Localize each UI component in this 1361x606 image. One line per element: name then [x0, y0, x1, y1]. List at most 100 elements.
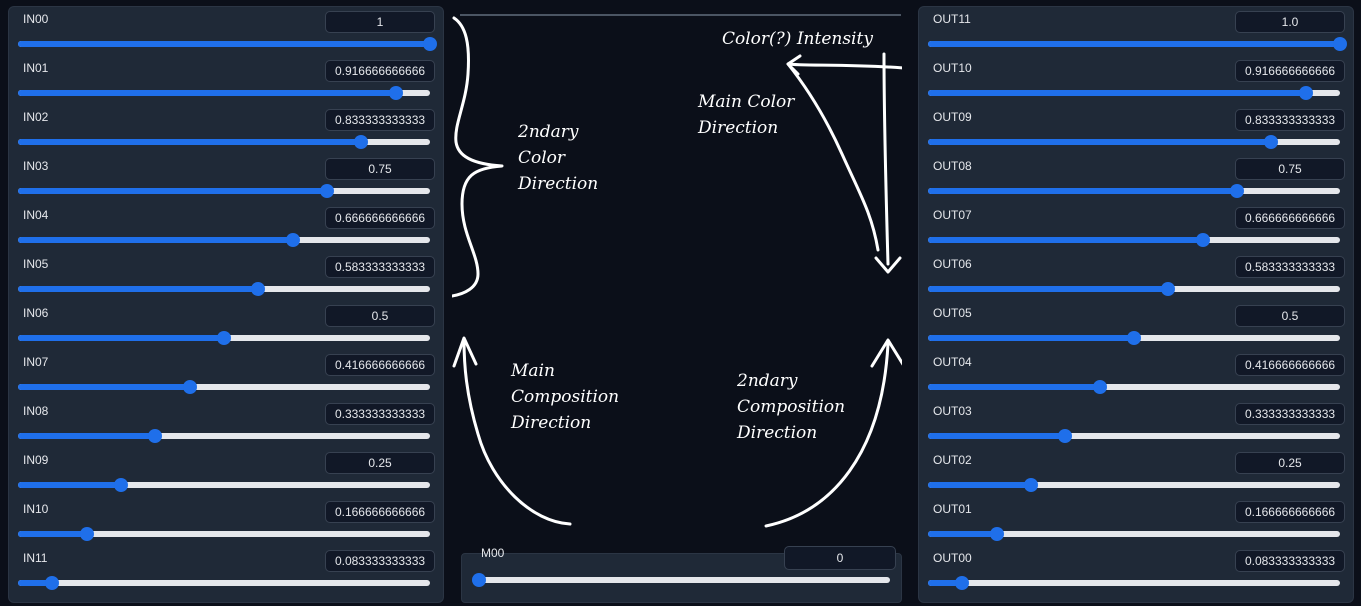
slider-track[interactable]: [928, 282, 1340, 296]
slider-track[interactable]: [928, 478, 1340, 492]
slider-thumb[interactable]: [388, 86, 403, 100]
slider-number-input[interactable]: 0.25: [1235, 452, 1345, 474]
slider-number-input[interactable]: 0.083333333333: [325, 550, 435, 572]
slider-number-input[interactable]: 0.083333333333: [1235, 550, 1345, 572]
slider-thumb[interactable]: [955, 576, 970, 590]
slider-track[interactable]: [928, 37, 1347, 51]
slider-number-input[interactable]: 0.333333333333: [325, 403, 435, 425]
slider-thumb[interactable]: [1264, 135, 1279, 149]
slider-track[interactable]: [18, 184, 430, 198]
slider-number-input[interactable]: 1.0: [1235, 11, 1345, 33]
slider-track[interactable]: [928, 380, 1340, 394]
m00-number-input[interactable]: 0: [784, 546, 896, 570]
slider-number-input[interactable]: 0.25: [325, 452, 435, 474]
slider-label: IN05: [23, 257, 49, 271]
slider-number-input[interactable]: 0.666666666666: [325, 207, 435, 229]
slider-thumb[interactable]: [1058, 429, 1073, 443]
slider-fill: [18, 580, 53, 586]
slider-number-input[interactable]: 0.666666666666: [1235, 207, 1345, 229]
slider-thumb[interactable]: [1333, 37, 1347, 51]
slider-track[interactable]: [18, 135, 430, 149]
slider-thumb[interactable]: [989, 527, 1004, 541]
slider-thumb[interactable]: [45, 576, 60, 590]
slider-number-input[interactable]: 0.416666666666: [325, 354, 435, 376]
slider-thumb[interactable]: [251, 282, 266, 296]
slider-fill: [928, 335, 1134, 341]
annotation-secondary-composition-2: Composition: [737, 397, 846, 417]
slider-label: IN07: [23, 355, 49, 369]
slider-label: OUT02: [933, 453, 972, 467]
slider-track[interactable]: [928, 135, 1340, 149]
annotation-secondary-color-2: Color: [518, 148, 566, 168]
slider-track[interactable]: [18, 576, 430, 590]
annotation-secondary-color-1: 2ndary: [518, 122, 579, 142]
slider-track[interactable]: [18, 282, 430, 296]
slider-track[interactable]: [928, 184, 1340, 198]
m00-slider-thumb[interactable]: [472, 573, 486, 587]
slider-number-input[interactable]: 0.166666666666: [1235, 501, 1345, 523]
slider-track[interactable]: [18, 331, 430, 345]
slider-number-input[interactable]: 0.916666666666: [1235, 60, 1345, 82]
slider-thumb[interactable]: [1230, 184, 1244, 198]
slider-track[interactable]: [928, 331, 1340, 345]
slider-thumb[interactable]: [1195, 233, 1210, 247]
slider-track[interactable]: [928, 86, 1340, 100]
slider-track[interactable]: [18, 380, 430, 394]
slider-track[interactable]: [928, 527, 1340, 541]
slider-thumb[interactable]: [182, 380, 197, 394]
slider-number-input[interactable]: 0.166666666666: [325, 501, 435, 523]
slider-track[interactable]: [928, 429, 1340, 443]
slider-thumb[interactable]: [148, 429, 163, 443]
slider-number-input[interactable]: 0.583333333333: [325, 256, 435, 278]
slider-label: OUT10: [933, 61, 972, 75]
slider-number-input[interactable]: 0.916666666666: [325, 60, 435, 82]
slider-fill: [928, 139, 1272, 145]
annotation-color-intensity: Color(?) Intensity: [722, 29, 873, 49]
slider-track[interactable]: [928, 233, 1340, 247]
slider-track[interactable]: [18, 429, 430, 443]
slider-thumb[interactable]: [1024, 478, 1038, 492]
slider-number-input[interactable]: 0.5: [325, 305, 435, 327]
slider-number-input[interactable]: 0.416666666666: [1235, 354, 1345, 376]
slider-track[interactable]: [18, 86, 430, 100]
slider-track[interactable]: [18, 527, 430, 541]
slider-number-input[interactable]: 0.833333333333: [325, 109, 435, 131]
slider-fill: [18, 237, 293, 243]
slider-thumb[interactable]: [320, 184, 334, 198]
slider-thumb[interactable]: [1127, 331, 1141, 345]
slider-number-input[interactable]: 0.333333333333: [1235, 403, 1345, 425]
slider-number-input[interactable]: 0.5: [1235, 305, 1345, 327]
annotation-main-color-1: Main Color: [698, 92, 795, 112]
slider-thumb[interactable]: [423, 37, 437, 51]
slider-fill: [928, 90, 1306, 96]
slider-label: OUT03: [933, 404, 972, 418]
slider-thumb[interactable]: [1161, 282, 1176, 296]
m00-slider-track[interactable]: [472, 573, 890, 587]
slider-thumb[interactable]: [1298, 86, 1313, 100]
slider-thumb[interactable]: [79, 527, 94, 541]
slider-number-input[interactable]: 0.75: [1235, 158, 1345, 180]
slider-thumb[interactable]: [285, 233, 300, 247]
slider-number-input[interactable]: 1: [325, 11, 435, 33]
slider-track[interactable]: [18, 478, 430, 492]
slider-thumb[interactable]: [354, 135, 369, 149]
slider-track[interactable]: [18, 37, 437, 51]
slider-thumb[interactable]: [1092, 380, 1107, 394]
slider-fill: [928, 188, 1237, 194]
slider-number-input[interactable]: 0.833333333333: [1235, 109, 1345, 131]
slider-number-input[interactable]: 0.75: [325, 158, 435, 180]
slider-number-input[interactable]: 0.583333333333: [1235, 256, 1345, 278]
slider-track[interactable]: [18, 233, 430, 247]
annotation-secondary-color-3: Direction: [518, 174, 599, 194]
slider-thumb[interactable]: [114, 478, 128, 492]
slider-fill: [18, 335, 224, 341]
slider-fill: [928, 41, 1340, 47]
slider-thumb[interactable]: [217, 331, 231, 345]
slider-track[interactable]: [928, 576, 1340, 590]
